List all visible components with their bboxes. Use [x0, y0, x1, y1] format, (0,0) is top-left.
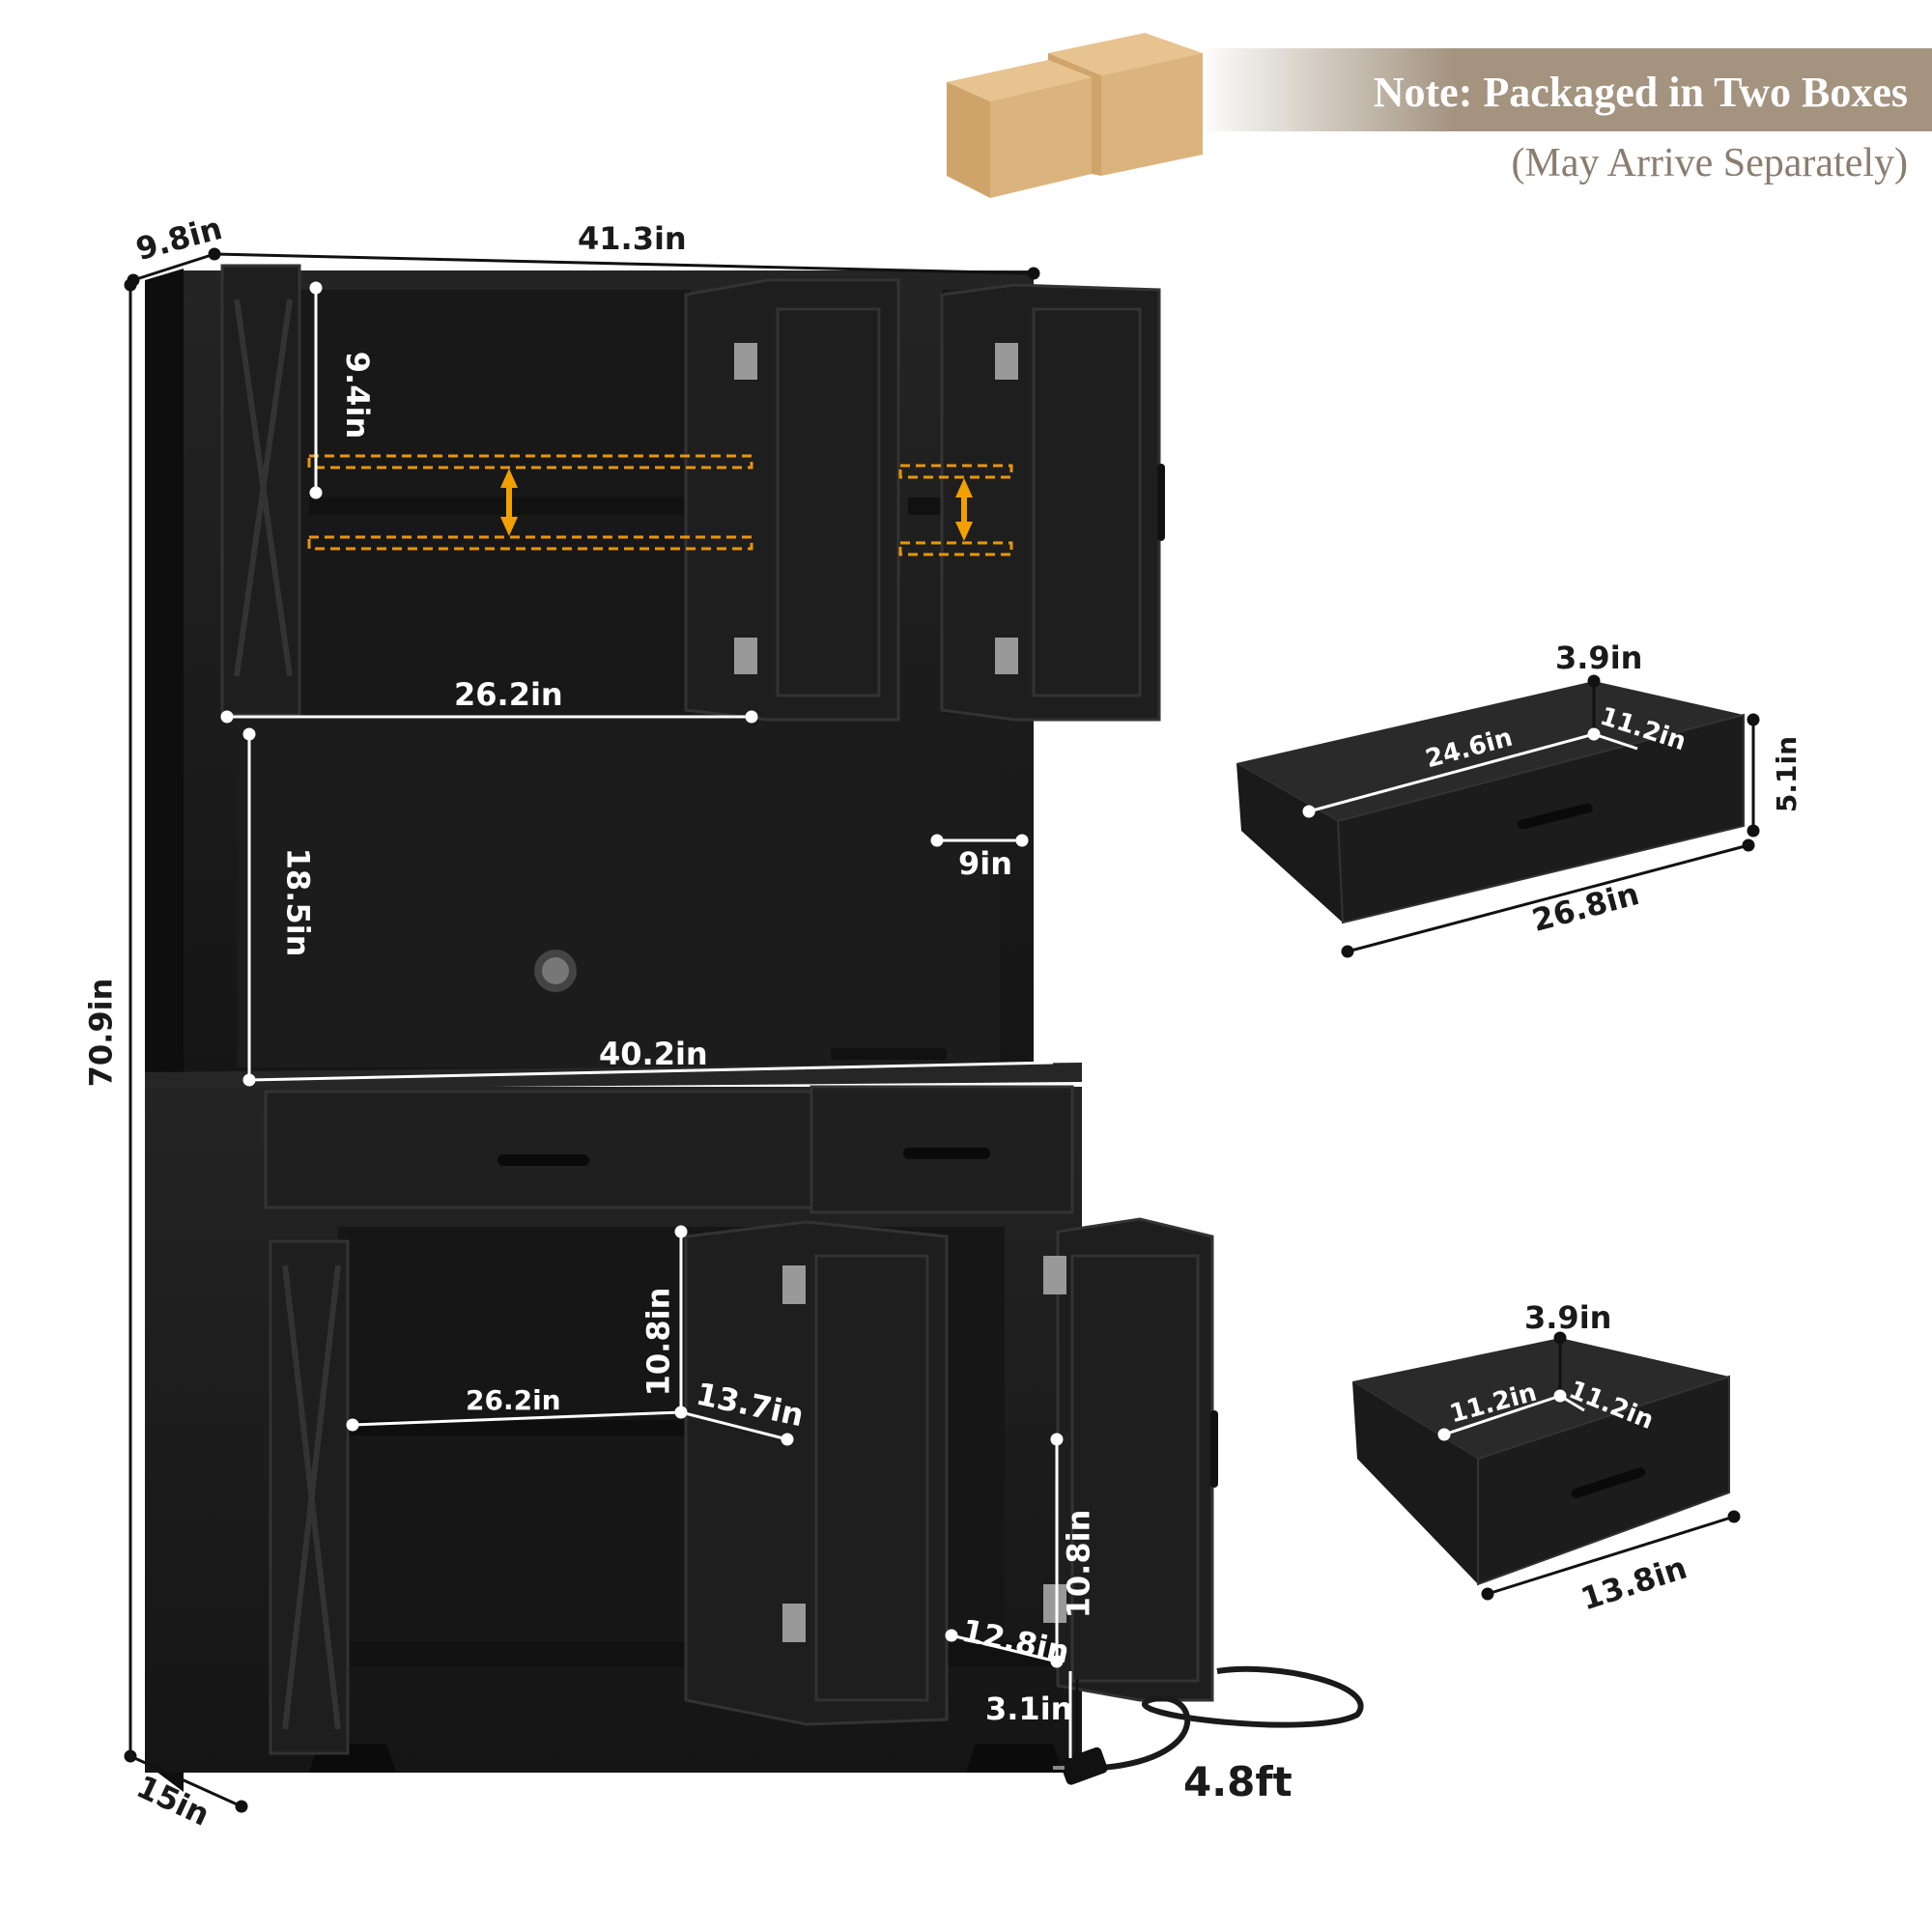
- lower-left-door: [269, 1239, 350, 1755]
- drawer-handle-icon: [1518, 803, 1593, 830]
- label-cord-length: 4.8ft: [1183, 1758, 1293, 1805]
- label-large-drawer-height: 5.1in: [1771, 735, 1804, 813]
- cardboard-box-icon: [1048, 33, 1203, 176]
- hinge-icon: [1043, 1584, 1066, 1623]
- label-upper-shelf-width: 26.2in: [454, 676, 563, 713]
- dimension-lines: [124, 247, 1079, 1813]
- power-strip: [831, 1048, 947, 1060]
- note-subtitle: (May Arrive Separately): [1511, 141, 1908, 185]
- label-large-drawer-height-inner: 3.9in: [1555, 639, 1643, 676]
- note-title: Note: Packaged in Two Boxes: [1373, 69, 1908, 116]
- drawer-handle-icon: [497, 1154, 589, 1166]
- lower-right-door: [1056, 1217, 1218, 1702]
- cardboard-box-icon: [947, 60, 1092, 198]
- hinge-icon: [995, 638, 1018, 674]
- label-hutch-height: 18.5in: [279, 847, 317, 957]
- label-countertop-width: 40.2in: [599, 1036, 708, 1072]
- interior-dimension-lines: [220, 281, 1072, 1758]
- upper-middle-door: [684, 278, 900, 722]
- lower-middle-door: [684, 1220, 949, 1726]
- hinge-icon: [734, 638, 757, 674]
- power-cord: [1100, 1665, 1364, 1771]
- door-handle-icon: [1210, 1410, 1218, 1488]
- small-drawer-illustration: [1352, 1338, 1730, 1586]
- drawer-handle-icon: [1571, 1467, 1646, 1498]
- label-width-top: 41.3in: [578, 220, 687, 257]
- drawer-dimension-lines: [1341, 674, 1760, 1601]
- hinge-icon: [995, 343, 1018, 380]
- label-lower-shelf-height-right: 10.8in: [1060, 1509, 1097, 1619]
- drawer-inner-dimension-lines: [1302, 727, 1638, 1441]
- door-handle-icon: [1157, 464, 1165, 541]
- upper-right-door: [940, 283, 1165, 722]
- hinge-icon: [734, 343, 757, 380]
- label-upper-shelf-height: 9.4in: [339, 351, 377, 440]
- drawer-handle-icon: [903, 1148, 990, 1159]
- power-plug-icon: [1053, 1747, 1108, 1785]
- hinge-icon: [1043, 1256, 1066, 1294]
- label-kick-height: 3.1in: [985, 1690, 1073, 1727]
- hinge-icon: [782, 1604, 806, 1642]
- large-drawer-illustration: [1236, 681, 1745, 924]
- label-height-total: 70.9in: [82, 978, 120, 1088]
- upper-left-door: [220, 264, 301, 717]
- label-lower-shelf-height-left: 10.8in: [639, 1287, 677, 1397]
- label-side-shelf-width: 9in: [958, 845, 1013, 882]
- label-small-drawer-height-inner: 3.9in: [1524, 1299, 1612, 1336]
- right-drawer: [810, 1085, 1074, 1214]
- left-drawer: [264, 1090, 813, 1209]
- label-lower-shelf-width: 26.2in: [466, 1384, 561, 1416]
- note-banner: [1198, 48, 1932, 131]
- hinge-icon: [782, 1265, 806, 1304]
